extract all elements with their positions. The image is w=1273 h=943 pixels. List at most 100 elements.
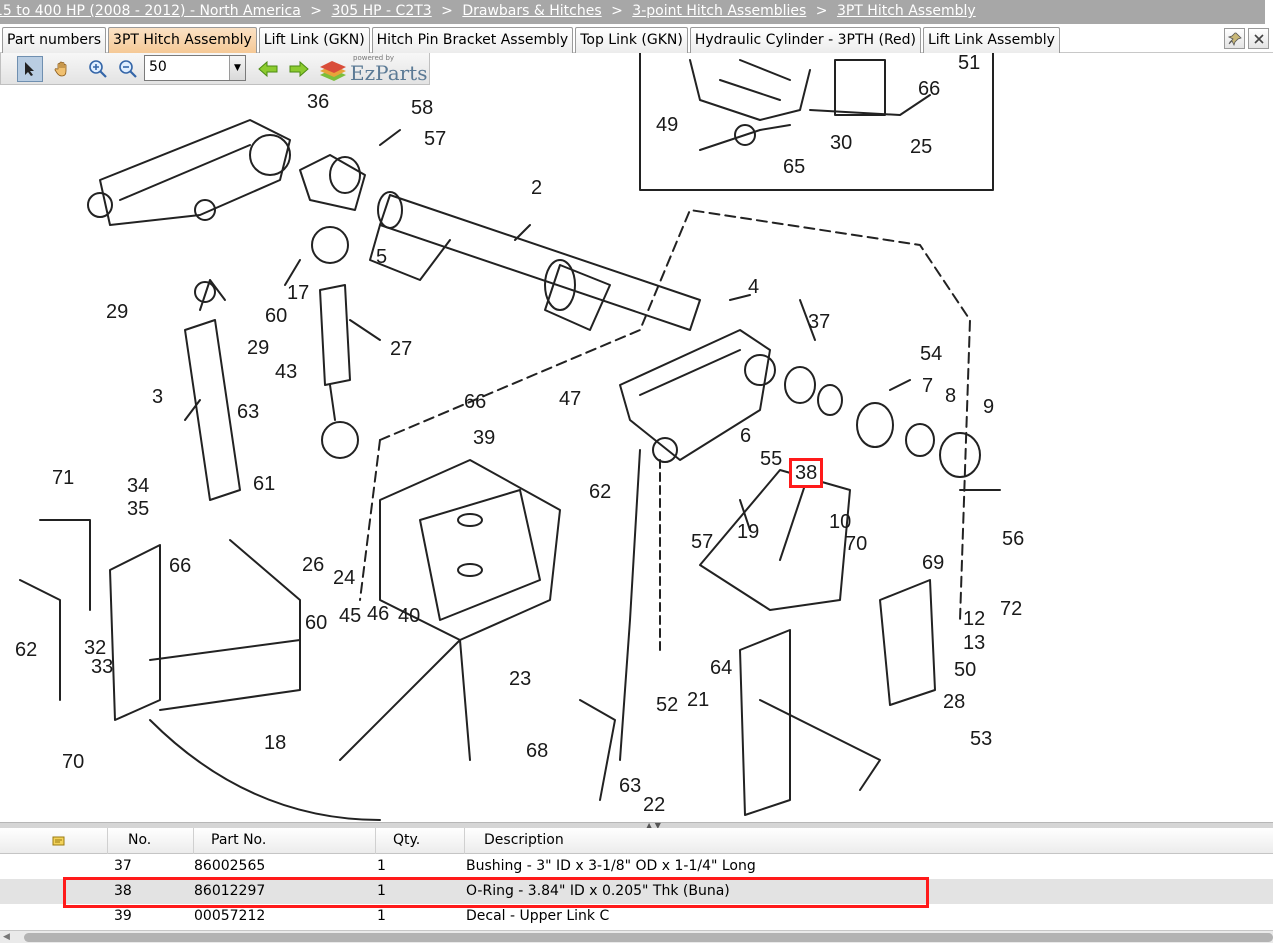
callout-70[interactable]: 70 xyxy=(845,533,868,555)
callout-27[interactable]: 27 xyxy=(390,338,413,360)
callout-70b[interactable]: 70 xyxy=(62,751,85,773)
callout-60[interactable]: 60 xyxy=(265,305,288,327)
callout-54[interactable]: 54 xyxy=(920,343,943,365)
callout-29[interactable]: 29 xyxy=(106,301,129,323)
tab-lift-link-gkn[interactable]: Lift Link (GKN) xyxy=(258,27,370,53)
callout-46[interactable]: 46 xyxy=(367,603,390,625)
callout-55[interactable]: 55 xyxy=(760,448,783,470)
callout-6[interactable]: 6 xyxy=(740,425,752,447)
callout-32[interactable]: 32 xyxy=(84,637,107,659)
callout-18[interactable]: 18 xyxy=(264,732,287,754)
breadcrumb-item-model-range[interactable]: 15 to 400 HP (2008 - 2012) - North Ameri… xyxy=(0,3,301,19)
callout-35[interactable]: 35 xyxy=(127,498,150,520)
zoom-out-icon[interactable] xyxy=(115,56,141,82)
column-header-description[interactable]: Description xyxy=(484,832,564,848)
back-arrow-icon[interactable] xyxy=(255,56,281,82)
callout-2[interactable]: 2 xyxy=(531,177,543,199)
callout-40[interactable]: 40 xyxy=(398,605,421,627)
table-row-selected[interactable]: 38 86012297 1 O-Ring - 3.84" ID x 0.205"… xyxy=(0,879,1273,904)
callout-43[interactable]: 43 xyxy=(275,361,298,383)
column-header-part-no[interactable]: Part No. xyxy=(194,828,376,854)
pin-icon[interactable] xyxy=(1224,28,1245,49)
callout-71[interactable]: 71 xyxy=(52,467,75,489)
callout-21[interactable]: 21 xyxy=(687,689,710,711)
callout-8[interactable]: 8 xyxy=(945,385,957,407)
callout-56[interactable]: 56 xyxy=(1002,528,1025,550)
parts-diagram[interactable]: 51 66 49 30 25 65 36 58 57 2 5 17 29 60 … xyxy=(0,53,1273,822)
scrollbar-thumb[interactable] xyxy=(24,933,1273,942)
callout-38-highlighted[interactable]: 38 xyxy=(789,458,824,488)
tab-hydraulic-cylinder[interactable]: Hydraulic Cylinder - 3PTH (Red) xyxy=(689,27,921,53)
callout-7[interactable]: 7 xyxy=(922,375,934,397)
callout-25[interactable]: 25 xyxy=(910,136,933,158)
tab-hitch-pin-bracket-assembly[interactable]: Hitch Pin Bracket Assembly xyxy=(371,27,574,53)
callout-29b[interactable]: 29 xyxy=(247,337,270,359)
splitter-grip-icon[interactable]: ▲ ▼ xyxy=(646,821,661,830)
callout-47[interactable]: 47 xyxy=(559,388,582,410)
callout-51[interactable]: 51 xyxy=(958,53,981,74)
callout-23[interactable]: 23 xyxy=(509,668,532,690)
callout-65[interactable]: 65 xyxy=(783,156,806,178)
table-row[interactable]: 37 86002565 1 Bushing - 3" ID x 3-1/8" O… xyxy=(0,854,1273,879)
callout-26[interactable]: 26 xyxy=(302,554,325,576)
callout-30[interactable]: 30 xyxy=(830,132,853,154)
chevron-down-icon[interactable]: ▼ xyxy=(229,56,245,80)
callout-17[interactable]: 17 xyxy=(287,282,310,304)
tab-top-link-gkn[interactable]: Top Link (GKN) xyxy=(575,27,688,53)
column-header-flag[interactable] xyxy=(0,828,108,854)
callout-62[interactable]: 62 xyxy=(589,481,612,503)
callout-12[interactable]: 12 xyxy=(963,608,986,630)
callout-49[interactable]: 49 xyxy=(656,114,679,136)
callout-52[interactable]: 52 xyxy=(656,694,679,716)
close-icon[interactable] xyxy=(1248,28,1269,49)
callout-66[interactable]: 66 xyxy=(918,78,941,100)
column-header-no[interactable]: No. xyxy=(108,828,194,854)
callout-39[interactable]: 39 xyxy=(473,427,496,449)
callout-66b[interactable]: 66 xyxy=(464,391,487,413)
column-header-qty[interactable]: Qty. xyxy=(376,828,465,854)
breadcrumb-item-current[interactable]: 3PT Hitch Assembly xyxy=(836,3,976,19)
callout-5[interactable]: 5 xyxy=(376,246,388,268)
horizontal-scrollbar[interactable]: ◀ xyxy=(0,930,1273,943)
callout-19[interactable]: 19 xyxy=(737,521,760,543)
callout-61[interactable]: 61 xyxy=(253,473,276,495)
callout-50[interactable]: 50 xyxy=(954,659,977,681)
callout-53[interactable]: 53 xyxy=(970,728,993,750)
callout-9[interactable]: 9 xyxy=(983,396,995,418)
table-row[interactable]: 39 00057212 1 Decal - Upper Link C xyxy=(0,904,1273,929)
callout-69[interactable]: 69 xyxy=(922,552,945,574)
zoom-in-icon[interactable] xyxy=(85,56,111,82)
callout-36[interactable]: 36 xyxy=(307,91,330,113)
callout-57b[interactable]: 57 xyxy=(691,531,714,553)
callout-24[interactable]: 24 xyxy=(333,567,356,589)
tab-lift-link-assembly[interactable]: Lift Link Assembly xyxy=(923,27,1060,53)
scroll-left-icon[interactable]: ◀ xyxy=(3,932,10,942)
callout-63[interactable]: 63 xyxy=(237,401,260,423)
callout-10[interactable]: 10 xyxy=(829,511,852,533)
select-arrow-icon[interactable] xyxy=(17,56,43,82)
zoom-level-select[interactable]: 50 ▼ xyxy=(144,55,246,81)
tab-part-numbers[interactable]: Part numbers xyxy=(2,27,107,53)
breadcrumb-item-subcategory[interactable]: 3-point Hitch Assemblies xyxy=(632,3,807,19)
callout-64[interactable]: 64 xyxy=(710,657,733,679)
callout-4[interactable]: 4 xyxy=(748,276,760,298)
callout-13[interactable]: 13 xyxy=(963,632,986,654)
callout-62b[interactable]: 62 xyxy=(15,639,38,661)
callout-63b[interactable]: 63 xyxy=(619,775,642,797)
callout-45[interactable]: 45 xyxy=(339,605,362,627)
callout-72[interactable]: 72 xyxy=(1000,598,1023,620)
panel-splitter[interactable]: ▲ ▼ xyxy=(0,821,1273,830)
callout-57[interactable]: 57 xyxy=(424,128,447,150)
callout-58[interactable]: 58 xyxy=(411,97,434,119)
callout-60b[interactable]: 60 xyxy=(305,612,328,634)
callout-66c[interactable]: 66 xyxy=(169,555,192,577)
callout-33[interactable]: 33 xyxy=(91,656,114,678)
callout-3[interactable]: 3 xyxy=(152,386,164,408)
forward-arrow-icon[interactable] xyxy=(286,56,312,82)
breadcrumb-item-model[interactable]: 305 HP - C2T3 xyxy=(331,3,432,19)
callout-22[interactable]: 22 xyxy=(643,794,666,816)
callout-28[interactable]: 28 xyxy=(943,691,966,713)
tab-3pt-hitch-assembly[interactable]: 3PT Hitch Assembly xyxy=(108,27,257,53)
pan-hand-icon[interactable] xyxy=(49,56,75,82)
breadcrumb-item-category[interactable]: Drawbars & Hitches xyxy=(462,3,602,19)
